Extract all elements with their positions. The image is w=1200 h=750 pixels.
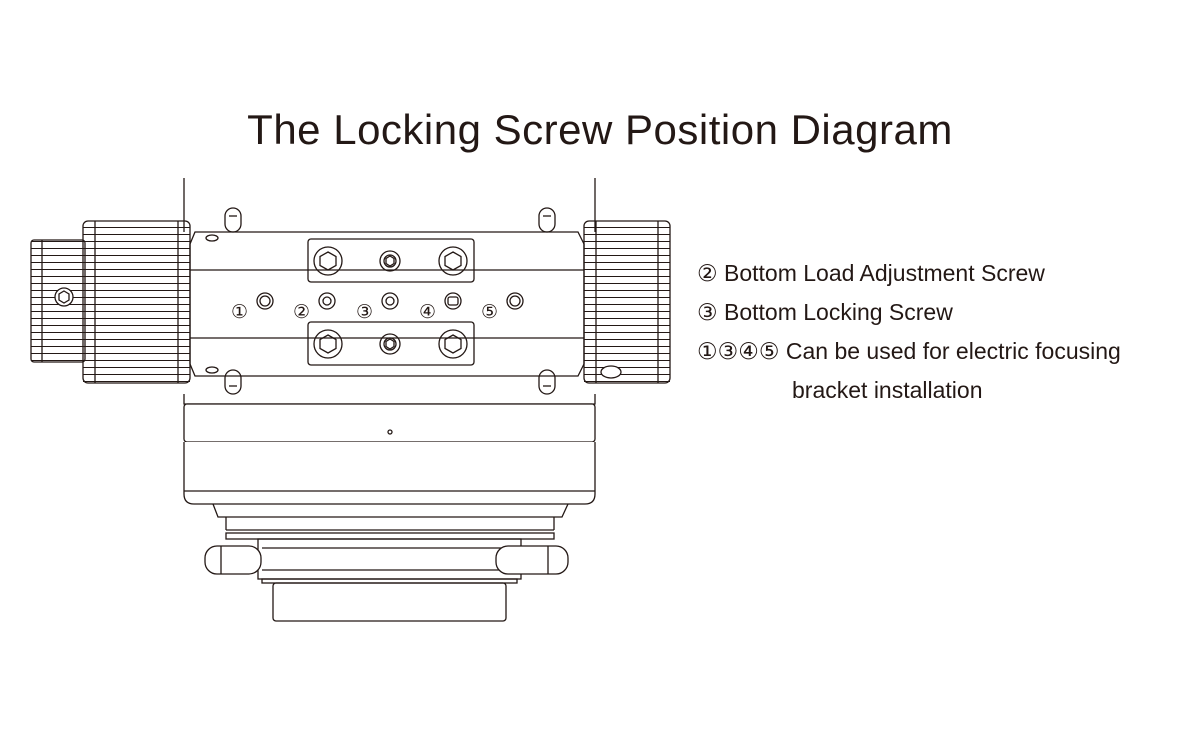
eyepiece-thumbscrews — [204, 545, 569, 575]
screw-label-4: ④ — [419, 301, 436, 323]
screw-5 — [506, 292, 524, 310]
screw-1 — [256, 292, 274, 310]
screw-label-2: ② — [293, 301, 310, 323]
legend-bracket-installation: bracket installation — [792, 377, 983, 403]
bottom-block-screws — [224, 369, 556, 395]
right-focus-knob — [583, 220, 671, 384]
eyepiece-barrel — [261, 578, 518, 622]
screw-label-5: ⑤ — [481, 301, 498, 323]
screw-label-3: ③ — [356, 301, 373, 323]
screw-label-1: ① — [231, 301, 248, 323]
lower-clamp-plate — [307, 321, 475, 366]
legend-bottom-locking-screw: ③ Bottom Locking Screw — [697, 299, 953, 325]
legend-electric-focusing: ①③④⑤ Can be used for electric focusing — [697, 338, 1121, 364]
top-screws — [224, 207, 556, 233]
diagram-title: The Locking Screw Position Diagram — [247, 106, 953, 153]
screw-4 — [444, 292, 462, 310]
screw-2 — [318, 292, 336, 310]
upper-clamp-plate — [307, 238, 475, 283]
screw-legend: ② Bottom Load Adjustment Screw ③ Bottom … — [697, 254, 1187, 410]
screw-3 — [381, 292, 399, 310]
legend-load-adjustment-screw: ② Bottom Load Adjustment Screw — [697, 260, 1045, 286]
left-focus-knob — [30, 220, 191, 384]
locking-screws — [256, 292, 524, 310]
